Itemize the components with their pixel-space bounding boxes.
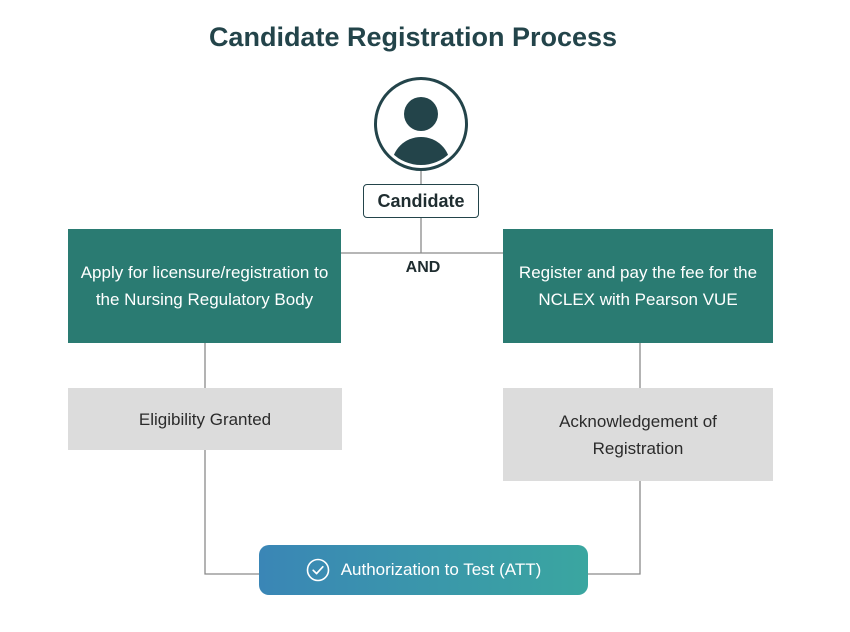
acknowledgement-step: Acknowledgement of Registration: [503, 388, 773, 481]
authorization-to-test-text: Authorization to Test (ATT): [340, 560, 542, 579]
acknowledgement-text: Acknowledgement of Registration: [559, 411, 717, 458]
eligibility-granted-step: Eligibility Granted: [68, 388, 342, 450]
apply-licensure-step: Apply for licensure/registration to the …: [68, 229, 341, 343]
register-pay-fee-step: Register and pay the fee for the NCLEX w…: [503, 229, 773, 343]
person-avatar-icon: [374, 77, 468, 171]
and-connector-label: AND: [405, 259, 441, 276]
check-circle-icon: [306, 558, 330, 582]
authorization-to-test-step: Authorization to Test (ATT): [259, 545, 588, 595]
apply-licensure-text: Apply for licensure/registration to the …: [80, 263, 329, 309]
register-pay-fee-text: Register and pay the fee for the NCLEX w…: [518, 263, 758, 309]
eligibility-granted-text: Eligibility Granted: [138, 409, 272, 429]
page-title: Candidate Registration Process: [208, 22, 618, 52]
candidate-label: Candidate: [363, 184, 479, 218]
